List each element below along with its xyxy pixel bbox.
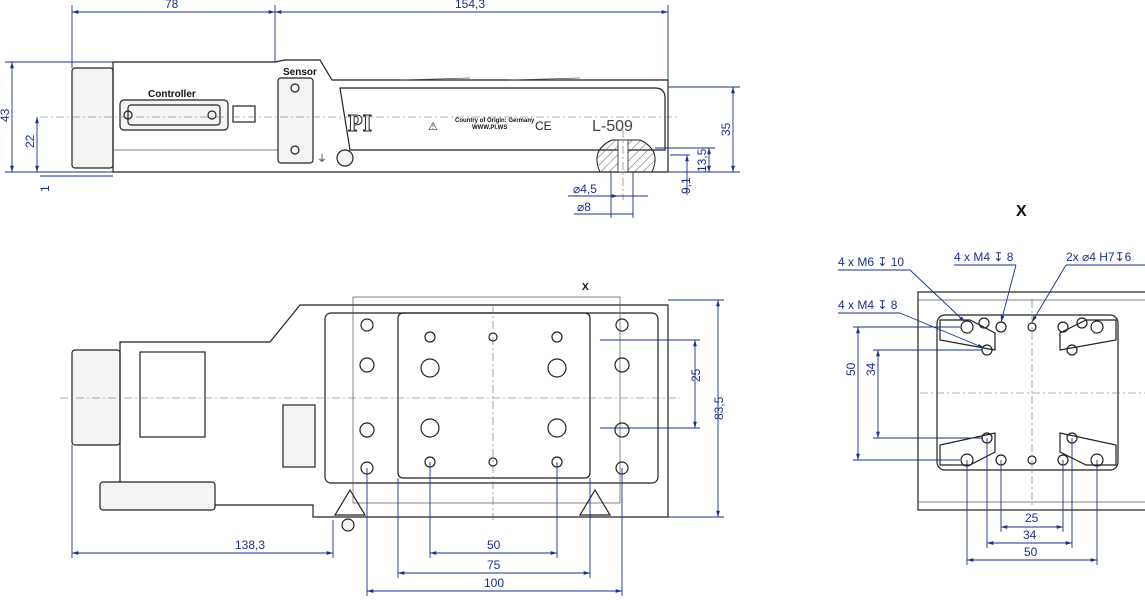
view-x-outline: [352, 296, 621, 504]
knob: [71, 349, 121, 446]
sensor-label: Sensor: [283, 67, 317, 78]
carriage: [397, 312, 591, 479]
dim-154-3: 154,3: [455, 0, 485, 11]
dim-75: 75: [487, 558, 501, 572]
warning-icon: ⚠: [428, 121, 438, 133]
dim-13-5: 13,5: [695, 148, 709, 172]
controller-label: Controller: [148, 89, 196, 100]
callout-m4-left: 4 x M4 ↧ 8: [838, 298, 898, 312]
dim-dia-4-5: ⌀4,5: [573, 182, 597, 196]
detail-title: X: [1016, 203, 1027, 220]
dim-25: 25: [689, 368, 703, 382]
dim-h50: 50: [1024, 545, 1038, 559]
origin-text: Country of Origin: Germany: [455, 118, 535, 124]
section-label-x: X: [582, 282, 589, 293]
dim-9-1: 9,1: [679, 177, 693, 194]
callout-m6: 4 x M6 ↧ 10: [838, 255, 904, 269]
callout-m4-top: 4 x M4 ↧ 8: [954, 250, 1014, 264]
knob: [71, 67, 114, 169]
dim-v34: 34: [864, 362, 878, 376]
dim-78: 78: [165, 0, 179, 11]
top-view: Controller Sensor PI Country of Origin: …: [0, 0, 740, 218]
website-text: WWW.PI.WS: [472, 125, 507, 131]
dim-83-5: 83,5: [712, 396, 726, 420]
dim-v50: 50: [844, 362, 858, 376]
pi-logo: PI: [348, 111, 372, 137]
controller-connector: [119, 99, 229, 131]
ground-screw: [341, 518, 355, 532]
label-plate: [282, 404, 316, 468]
bottom-view: X 25 83,5 138,3 50 75 100: [60, 282, 726, 596]
dim-h25: 25: [1025, 511, 1039, 525]
dim-22: 22: [23, 134, 37, 148]
ground-screw: [336, 149, 354, 167]
model-label: L-509: [592, 118, 633, 135]
label-panel: [339, 87, 666, 151]
dim-50: 50: [487, 538, 501, 552]
stage-body: [112, 59, 669, 173]
sensor-plate: [277, 77, 314, 164]
connector: [99, 481, 216, 511]
carriage: [936, 314, 1119, 471]
ce-mark: CE: [535, 119, 552, 133]
ground-icon: ⏚: [317, 153, 327, 165]
dim-100: 100: [484, 576, 504, 590]
dim-35: 35: [719, 122, 733, 136]
dim-1: 1: [38, 185, 52, 192]
stage-body: [917, 291, 1145, 511]
callout-pin: 2x ⌀4 H7↧6: [1066, 250, 1132, 264]
detail-view-x: X 4 x M6 ↧ 10 4 x M4 ↧ 8 2x ⌀4 H7↧6 4 x …: [838, 203, 1145, 565]
dim-43: 43: [0, 108, 12, 122]
dim-h34: 34: [1023, 528, 1037, 542]
dim-138-3: 138,3: [235, 538, 265, 552]
dim-dia-8: ⌀8: [577, 200, 591, 214]
